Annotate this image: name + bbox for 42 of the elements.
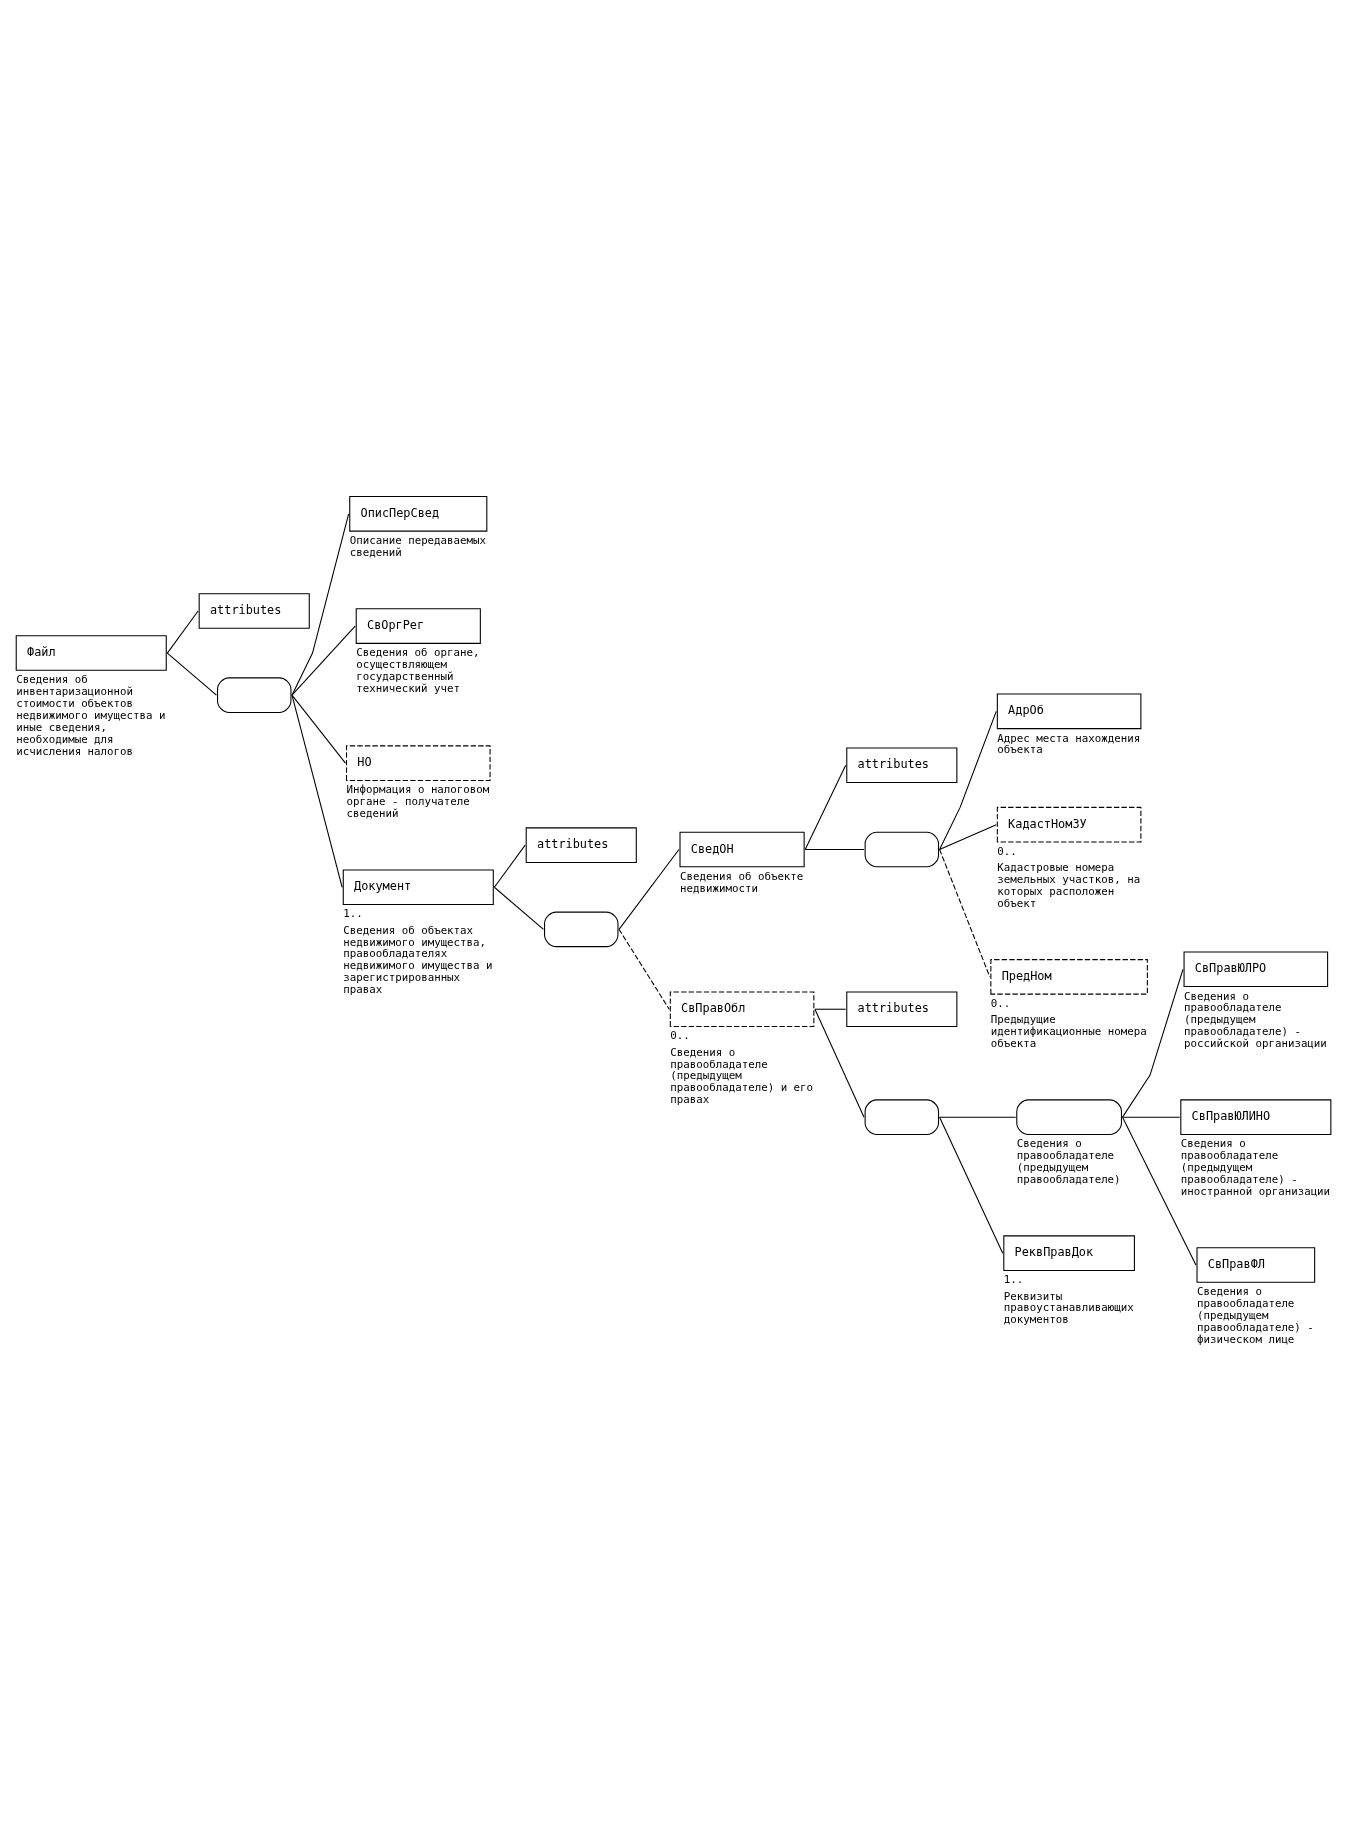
node-label: Сведения об органе, осуществляющем государственный технический учет [356,645,480,695]
connector [166,652,217,696]
connector [166,609,199,654]
node-label: Кадастровые номера земельных участков, на которых расположен объект [997,860,1141,910]
connector [814,1008,865,1118]
connector [939,1116,1017,1118]
node-label: 0.. [990,996,1011,1010]
node-label: Сведения о правообладателе (предыдущем правообладателе) - иностранной организации [1180,1136,1331,1198]
node-label: Адрес места нахождения объекта [997,731,1141,756]
node-label: Сведения о правообладателе (предыдущем правообладателе) и его правах [670,1045,814,1106]
connector [291,512,350,696]
node-label: Описание передаваемых сведений [349,533,487,559]
connector [939,823,997,850]
node-label: Предыдущие идентификационные номера объекта [990,1012,1147,1050]
node-label: 0.. [670,1028,690,1042]
connector [493,844,526,888]
node-label: 0.. [997,844,1017,858]
connector [1122,968,1184,1118]
connector [814,1008,847,1010]
connector [618,848,680,930]
node-label: 1.. [343,906,363,920]
node-label: Сведения о правообладателе (предыдущем правообладателе) [1016,1136,1121,1186]
node-label: Сведения об объекте недвижимости [680,869,804,895]
connector [804,848,865,850]
node-label: Информация о налоговом органе - получателе сведений [346,782,490,820]
connector [1122,1116,1181,1118]
node-label: Сведения об объектах недвижимого имущества, правообладателях недвижимого имущества и зарегистрированных правах [343,923,493,996]
node-label: Сведения о правообладателе (предыдущем правообладателе) - российской организации [1184,989,1327,1050]
node-label: 1.. [1003,1272,1024,1286]
connector [939,710,997,850]
node-label: Сведения об инвентаризационной стоимости объектов недвижимого имущества и иные сведения, необходимые для исчисления налогов [16,672,166,758]
node-label: Сведения о правообладателе (предыдущем правообладателе) - физическом лице [1197,1284,1314,1346]
connector [1122,1116,1197,1266]
connector [291,694,346,764]
connector [493,886,544,930]
connector [939,1116,1004,1254]
connector [618,928,670,1010]
connector [291,625,356,696]
connector [291,694,343,888]
connector [804,764,847,850]
connector [939,848,991,977]
node-label: Реквизиты правоустанавливающих документов [1003,1289,1134,1326]
